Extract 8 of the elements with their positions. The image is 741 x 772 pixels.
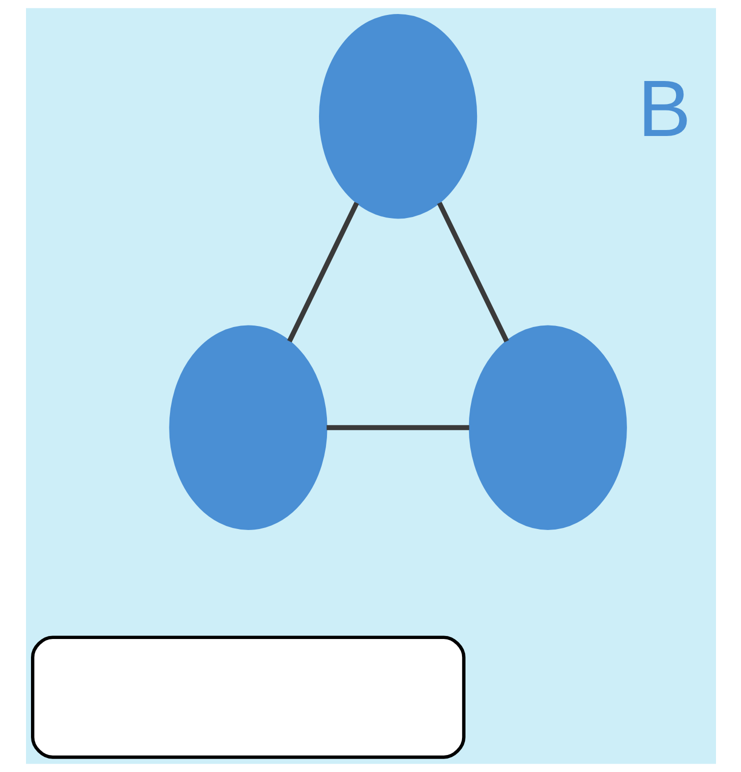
connector (436, 202, 508, 342)
connector (326, 425, 469, 430)
node-ellipse (168, 325, 327, 530)
node-ellipse (468, 325, 626, 530)
node-box (30, 636, 465, 759)
node-ellipse (318, 14, 477, 219)
label: B (637, 64, 691, 154)
connector (286, 202, 358, 342)
